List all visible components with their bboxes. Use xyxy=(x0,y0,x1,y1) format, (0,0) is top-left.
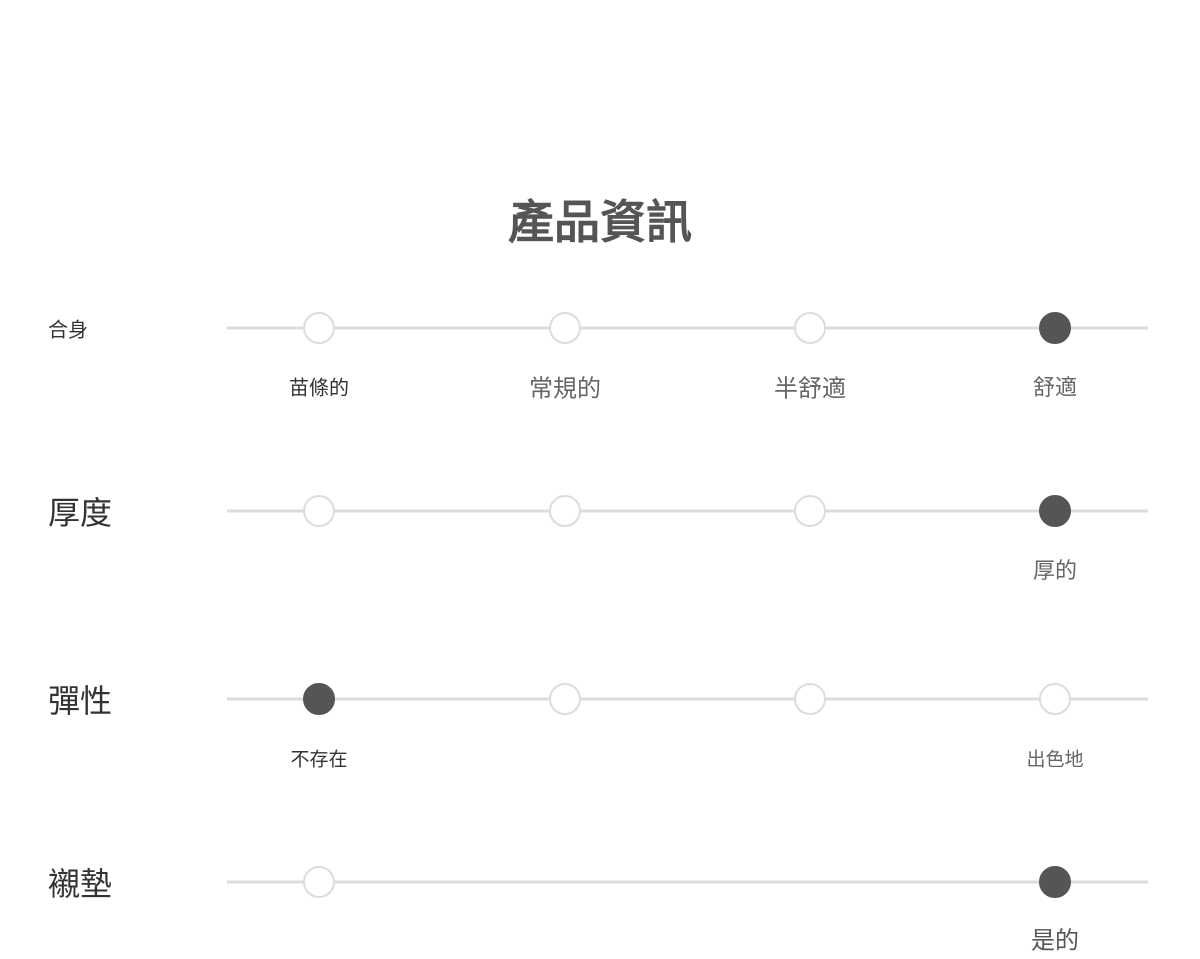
row-label: 厚度 xyxy=(48,494,113,532)
option-label: 不存在 xyxy=(290,748,348,771)
slider-option-dot[interactable] xyxy=(794,495,826,527)
slider-option-dot[interactable] xyxy=(303,495,335,527)
slider-track[interactable] xyxy=(227,697,1148,701)
row-label: 合身 xyxy=(48,317,88,342)
slider-option-dot[interactable] xyxy=(303,866,335,898)
slider-option-dot[interactable] xyxy=(549,495,581,527)
option-label: 厚的 xyxy=(1032,559,1078,584)
slider-track[interactable] xyxy=(227,326,1148,330)
slider-option-dot[interactable] xyxy=(549,312,581,344)
slider-option-dot[interactable] xyxy=(303,683,335,715)
page-title: 產品資訊 xyxy=(508,195,692,249)
option-label: 舒適 xyxy=(1032,376,1078,401)
slider-option-dot[interactable] xyxy=(1039,312,1071,344)
slider-option-dot[interactable] xyxy=(1039,495,1071,527)
slider-option-dot[interactable] xyxy=(303,312,335,344)
option-label: 半舒適 xyxy=(774,374,846,403)
slider-option-dot[interactable] xyxy=(549,683,581,715)
slider-option-dot[interactable] xyxy=(794,312,826,344)
slider-option-dot[interactable] xyxy=(794,683,826,715)
slider-track[interactable] xyxy=(227,880,1148,884)
option-label: 出色地 xyxy=(1026,748,1084,771)
row-label: 襯墊 xyxy=(48,865,113,903)
slider-option-dot[interactable] xyxy=(1039,866,1071,898)
option-label: 常規的 xyxy=(529,374,601,403)
row-label: 彈性 xyxy=(48,682,113,720)
slider-option-dot[interactable] xyxy=(1039,683,1071,715)
slider-track[interactable] xyxy=(227,509,1148,513)
option-label: 苗條的 xyxy=(289,375,349,400)
option-label: 是的 xyxy=(1031,926,1079,955)
